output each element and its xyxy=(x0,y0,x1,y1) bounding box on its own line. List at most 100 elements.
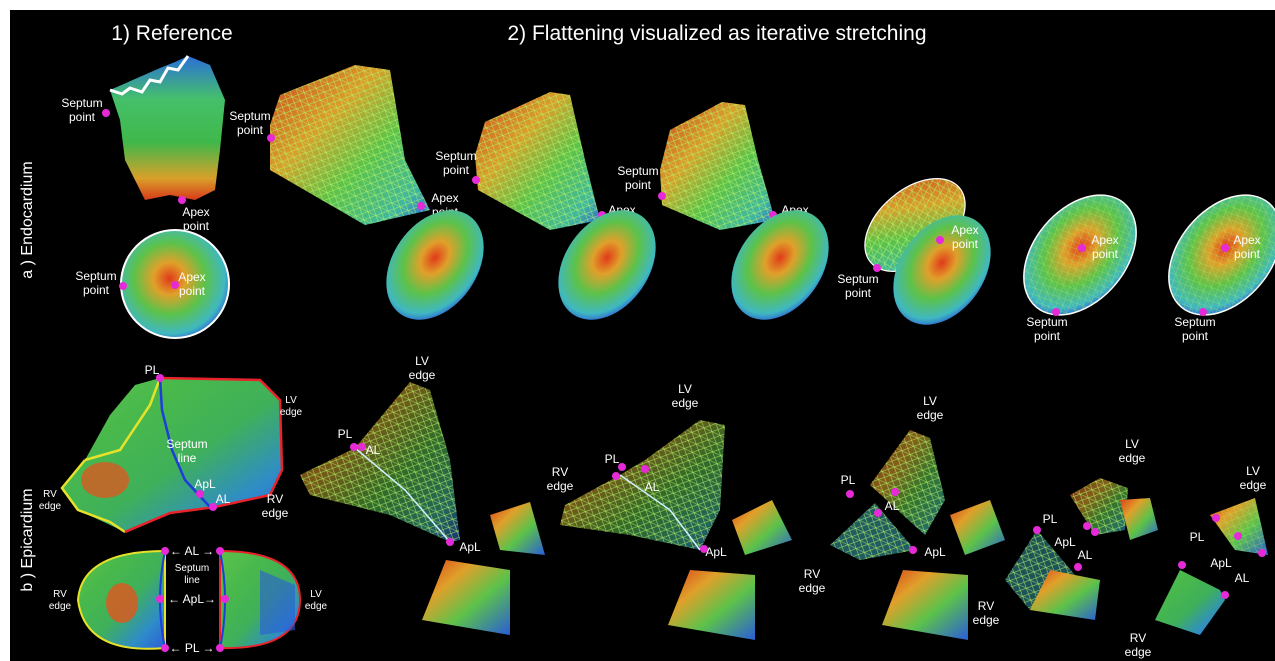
figure-panel: 1) Reference 2) Flattening visualized as… xyxy=(10,10,1275,661)
epi5-pl-label: PL xyxy=(1190,530,1205,544)
epi4-pl-label: PL xyxy=(1043,512,1058,526)
epicardium-stage-1-mesh xyxy=(300,382,460,543)
septum-point-marker xyxy=(102,109,110,117)
stage3-disk xyxy=(731,210,829,320)
stage1-septum-marker xyxy=(267,134,275,142)
row-label-endocardium: a ) Endocardium xyxy=(19,161,36,278)
epi-ref-al-label: AL xyxy=(216,492,231,506)
stage4-disk xyxy=(893,215,991,325)
stage2-septum-marker xyxy=(472,176,480,184)
epi5-rv2-marker xyxy=(1221,591,1229,599)
endocardium-stage-6-disk xyxy=(1168,194,1275,316)
epi3-pl-label: PL xyxy=(841,473,856,487)
epi5-rv-marker xyxy=(1178,561,1186,569)
epi4-al2-marker xyxy=(1091,528,1099,536)
figure-canvas: 1) Reference 2) Flattening visualized as… xyxy=(19,22,1275,659)
flatmap-apl-right-marker xyxy=(221,595,229,603)
epi3-pl-marker xyxy=(846,490,854,498)
apex-point-marker xyxy=(178,196,186,204)
epi-ref-pl-label: PL xyxy=(145,363,160,377)
flatmap-pl-label: ← PL → xyxy=(170,641,215,655)
epi2-pie-lv xyxy=(732,500,792,555)
epi1-al-marker xyxy=(358,443,366,451)
flatmap-al-label: ← AL → xyxy=(170,544,214,558)
epi-ref-al-marker xyxy=(209,503,217,511)
epi2-pl-label: PL xyxy=(605,452,620,466)
endocardium-stage-2-cone xyxy=(475,92,600,230)
epicardium-stage-5-mesh xyxy=(1155,498,1268,635)
disk-apex-point-marker xyxy=(171,281,179,289)
epicardium-stage-4-mesh xyxy=(1005,478,1158,620)
epi-ref-apl-label: ApL xyxy=(194,477,216,491)
epi3-apl-marker xyxy=(909,546,917,554)
epi-ref-pl-marker xyxy=(156,374,164,382)
stage6-septum-marker xyxy=(1199,308,1207,316)
epi4-al-marker xyxy=(1083,522,1091,530)
stage1-apex-marker xyxy=(417,202,425,210)
epi3-apl-label: ApL xyxy=(924,545,946,559)
epi3-mid-marker xyxy=(874,509,882,517)
stage4-septum-marker xyxy=(873,264,881,272)
stage4-apex-marker xyxy=(936,236,944,244)
epi2-pl-marker xyxy=(618,463,626,471)
epi2-al-label: AL xyxy=(645,480,660,494)
endocardium-reference-shape xyxy=(109,55,225,200)
epi1-pie-rv xyxy=(422,560,510,635)
epi3-al-label: AL xyxy=(885,499,900,513)
epi1-apl-marker xyxy=(446,538,454,546)
stage5-apex-marker xyxy=(1078,244,1086,252)
epi3-pie-rv xyxy=(882,570,968,640)
epicardium-reference-flatmap xyxy=(76,549,302,650)
flatmap-al-right-marker xyxy=(216,547,224,555)
flattening-title: 2) Flattening visualized as iterative st… xyxy=(507,22,926,45)
epi2-apl-label: ApL xyxy=(705,545,727,559)
epi-ref-apl-marker xyxy=(196,490,204,498)
epi5-apl-marker xyxy=(1234,532,1242,540)
row-label-epicardium: b ) Epicardium xyxy=(19,488,36,591)
flatmap-al-left-marker xyxy=(161,547,169,555)
epi1-pl-label: PL xyxy=(338,427,353,441)
epi1-al-label: AL xyxy=(366,443,381,457)
disk-septum-point-marker xyxy=(119,282,127,290)
epi5-apl-label: ApL xyxy=(1210,556,1232,570)
epi4-apl-marker xyxy=(1074,563,1082,571)
epi2-pie-rv xyxy=(668,570,755,640)
stage3-septum-marker xyxy=(658,192,666,200)
epi1-pie-lv xyxy=(490,502,545,555)
epi2-al-marker xyxy=(641,465,649,473)
stage6-apex-marker xyxy=(1221,244,1229,252)
flatmap-pl-right-marker xyxy=(216,644,224,652)
epi1-pl-marker xyxy=(350,443,358,451)
epi5-al-marker xyxy=(1258,549,1266,557)
endocardium-stage-5-disk xyxy=(1023,194,1137,316)
epicardium-stage-3-mesh xyxy=(830,430,945,560)
epi1-apl-label: ApL xyxy=(459,540,481,554)
epicardium-reference-shape xyxy=(60,376,284,534)
epi5-pl-marker xyxy=(1212,514,1220,522)
stage5-septum-marker xyxy=(1052,308,1060,316)
